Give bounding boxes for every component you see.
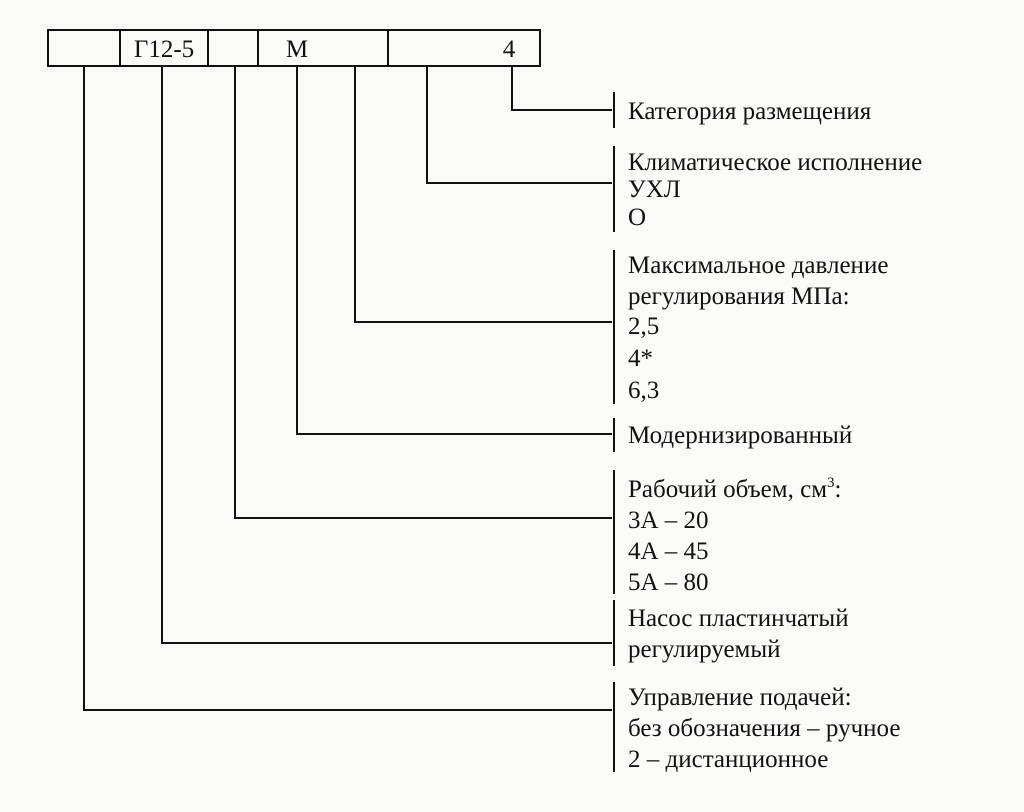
control-line-2: без обозначения – ручное [628, 715, 900, 742]
control-line-3: 2 – дистанционное [628, 746, 828, 773]
pump-line-1: Насос пластинчатый [628, 605, 849, 632]
pressure-line-4: 4* [628, 345, 653, 372]
volume-line-3: 4А – 45 [628, 538, 709, 565]
code-cell-model: Г12-5 [134, 36, 194, 63]
control-line-1: Управление подачей: [628, 684, 852, 711]
climatic-line-3: О [628, 204, 646, 231]
volume-colon: : [835, 476, 842, 503]
pressure-line-1: Максимальное давление [628, 252, 888, 279]
leader-control [83, 66, 612, 711]
climatic-line-2: УХЛ [628, 176, 681, 203]
modernized-line-1: Модернизированный [628, 422, 852, 449]
pressure-line-5: 6,3 [628, 377, 659, 404]
code-cell-modernized: М [286, 36, 308, 63]
code-box: Г12-5 М 4 [47, 29, 541, 67]
climatic-line-1: Климатическое исполнение [628, 149, 922, 176]
descriptions: Категория размещения Климатическое испол… [628, 98, 922, 773]
volume-line-4: 5А – 80 [628, 569, 709, 596]
leader-volume [234, 66, 612, 519]
pump-line-2: регулируемый [628, 636, 781, 663]
code-cell-placement: 4 [503, 36, 516, 63]
leader-modernized [296, 66, 612, 435]
leader-pump [161, 66, 612, 644]
volume-line-2: 3А – 20 [628, 507, 709, 534]
leader-climatic [426, 66, 612, 184]
code-box-frame [47, 29, 541, 67]
placement-line-1: Категория размещения [628, 98, 872, 125]
leader-pressure [354, 66, 612, 323]
leader-lines [83, 66, 612, 711]
leader-placement [511, 66, 612, 111]
volume-line-1: Рабочий объем, см3: [628, 475, 841, 503]
pressure-line-3: 2,5 [628, 313, 659, 340]
volume-label: Рабочий объем, см [628, 476, 827, 503]
volume-superscript: 3 [827, 475, 835, 491]
pressure-line-2: регулирования МПа: [628, 283, 850, 310]
